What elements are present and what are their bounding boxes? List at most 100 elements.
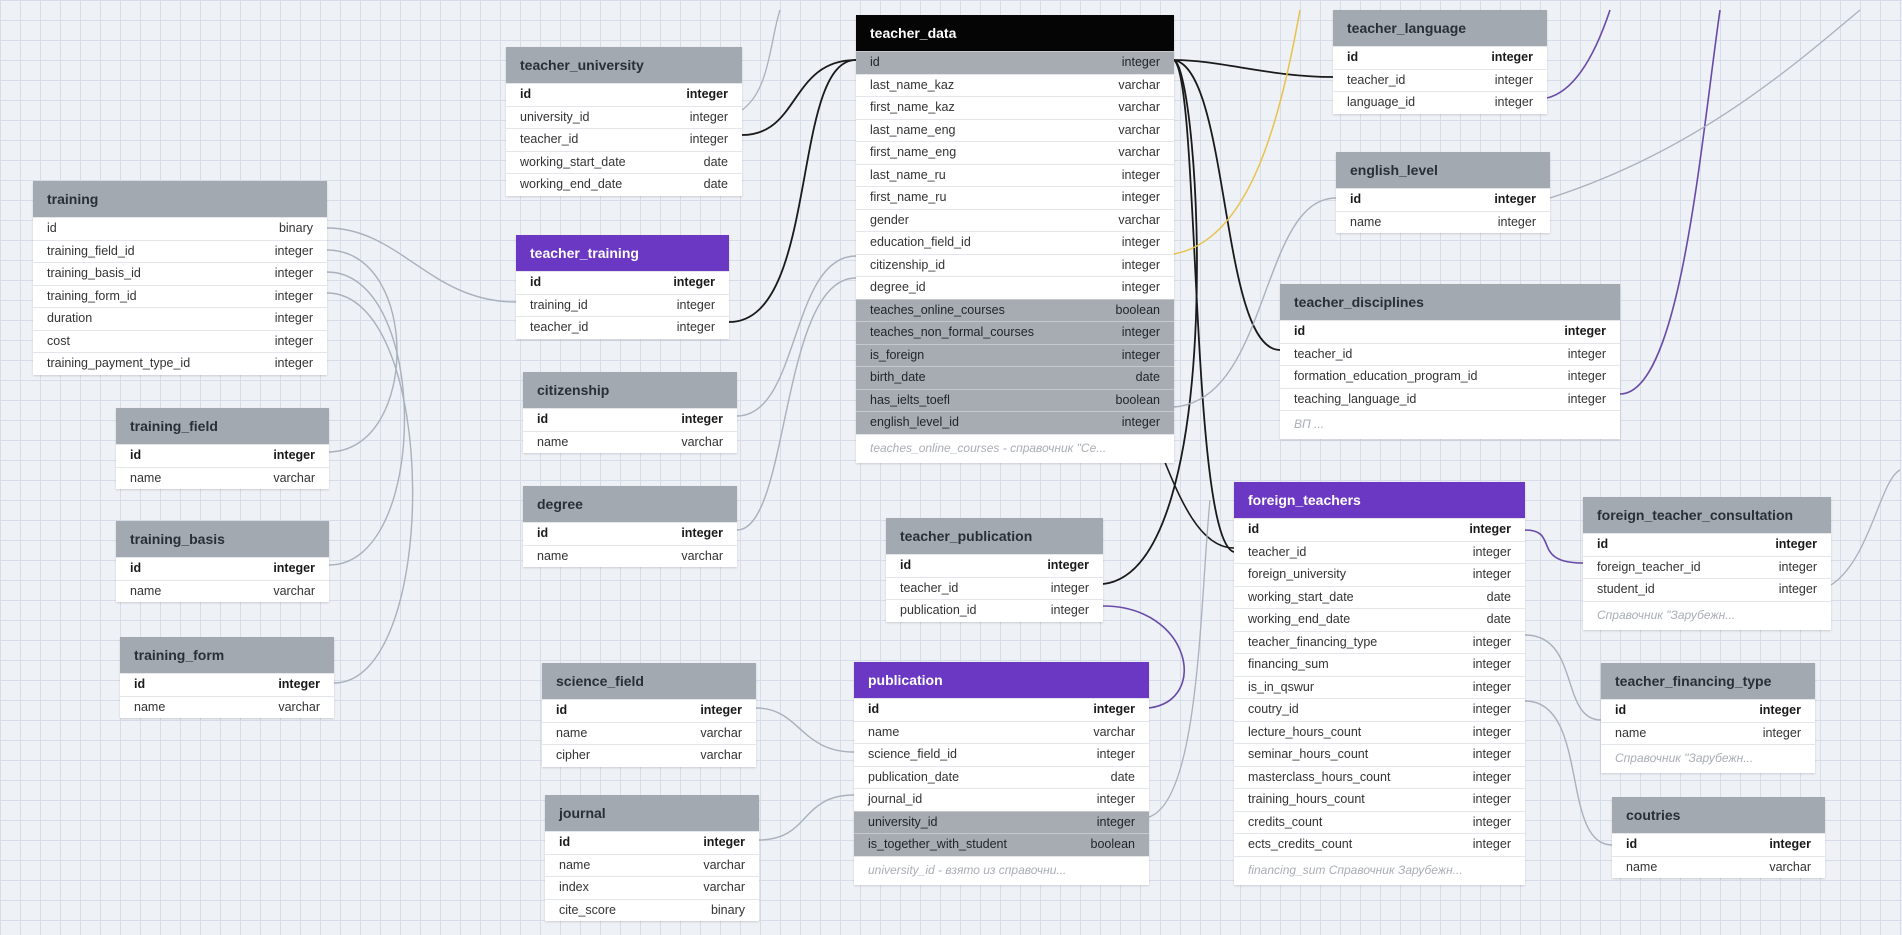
table-title[interactable]: training <box>33 181 327 217</box>
table-title[interactable]: coutries <box>1612 797 1825 833</box>
table-title[interactable]: teacher_language <box>1333 10 1547 46</box>
table-title[interactable]: publication <box>854 662 1149 698</box>
table-title[interactable]: teacher_disciplines <box>1280 284 1620 320</box>
table-title[interactable]: teacher_publication <box>886 518 1103 554</box>
table-title[interactable]: training_field <box>116 408 329 444</box>
table-title[interactable]: foreign_teacher_consultation <box>1583 497 1831 533</box>
table-title[interactable]: training_form <box>120 637 334 673</box>
table-title[interactable]: teacher_data <box>856 15 1174 51</box>
table-title[interactable]: english_level <box>1336 152 1550 188</box>
table-title[interactable]: journal <box>545 795 759 831</box>
table-title[interactable]: teacher_financing_type <box>1601 663 1815 699</box>
